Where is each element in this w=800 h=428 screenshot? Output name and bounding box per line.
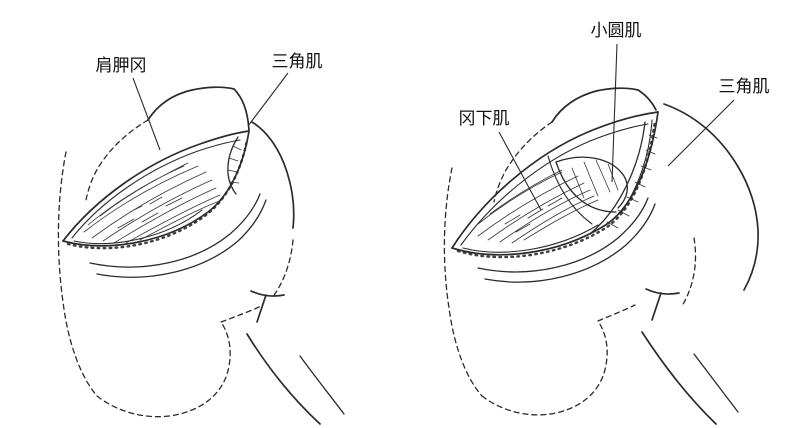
right-infraspinatus-hatching bbox=[477, 169, 599, 244]
right-t-bar bbox=[645, 288, 680, 295]
left-flap-lower-line bbox=[96, 199, 267, 278]
right-incision-inner-upper bbox=[460, 123, 649, 246]
left-incision-lower-edge bbox=[62, 130, 250, 247]
right-leader-deltoid bbox=[667, 99, 735, 167]
right-deltoid-crescent-outer bbox=[620, 119, 653, 214]
right-arm-outer-contour bbox=[663, 103, 759, 291]
right-arm-inner-line bbox=[693, 353, 739, 413]
right-axillary-fold bbox=[641, 331, 717, 425]
right-neck-contour bbox=[551, 87, 639, 123]
right-flap-lower-line bbox=[484, 203, 656, 283]
right-deltoid-crescent-inner bbox=[589, 121, 646, 235]
left-t-stem bbox=[256, 294, 267, 323]
right-teres-minor-belly bbox=[547, 155, 629, 225]
left-deltoid-cut-edge bbox=[227, 136, 239, 195]
left-arm-inner-line bbox=[299, 355, 345, 415]
label-deltoid-right: 三角肌 bbox=[719, 77, 770, 97]
right-leader-infraspinatus bbox=[498, 131, 542, 211]
left-arm-outer-contour bbox=[251, 121, 295, 229]
left-leader-deltoid bbox=[247, 72, 289, 127]
left-incision-inner-upper bbox=[71, 139, 241, 239]
right-leader-teres-minor bbox=[611, 43, 618, 183]
left-axillary-fold bbox=[246, 333, 321, 425]
left-deltoid-edge-ticks bbox=[227, 145, 242, 184]
label-teres-minor: 小圆肌 bbox=[591, 21, 642, 41]
label-deltoid-left: 三角肌 bbox=[272, 52, 323, 72]
left-scapula-dashed-outline bbox=[57, 119, 294, 418]
right-scapula-lateral-border bbox=[597, 304, 636, 322]
right-skin-flap-band bbox=[477, 197, 656, 283]
left-shoulder-to-incision bbox=[233, 88, 250, 132]
left-scapula-inferior-angle bbox=[96, 321, 231, 418]
left-flap-upper-line bbox=[89, 193, 261, 268]
right-flap-upper-line bbox=[477, 197, 649, 273]
right-teres-minor-lower-edge bbox=[555, 161, 617, 213]
left-t-landmark bbox=[250, 290, 285, 323]
left-incision bbox=[62, 130, 250, 250]
right-scapula-medial-border bbox=[443, 167, 483, 397]
right-muscle-separation-line bbox=[547, 155, 593, 225]
right-body-contours bbox=[551, 87, 759, 425]
left-scapula-medial-border bbox=[57, 151, 98, 397]
right-teres-minor-hatching bbox=[571, 159, 619, 199]
left-body-contours bbox=[147, 86, 345, 425]
left-shoulder-figure: 肩胛冈 三角肌 bbox=[57, 52, 345, 425]
right-retracted-deltoid bbox=[589, 119, 658, 235]
left-skin-flap-band bbox=[89, 193, 267, 278]
right-shoulder-to-incision bbox=[637, 89, 657, 111]
left-neck-contour bbox=[147, 86, 235, 121]
right-deltoid-hatching bbox=[606, 134, 658, 229]
left-trapezius-dashed-border bbox=[85, 119, 149, 201]
right-teres-minor-upper-edge bbox=[555, 156, 629, 209]
right-scapula-dashed-outline bbox=[443, 121, 697, 416]
left-muscle-hatching bbox=[83, 162, 223, 244]
right-incision-inner-lower bbox=[462, 224, 599, 253]
left-scapula-lateral-border bbox=[220, 305, 262, 323]
right-incision-upper-edge bbox=[451, 111, 659, 249]
label-infraspinatus: 冈下肌 bbox=[459, 109, 510, 129]
left-incision-sutured-edge bbox=[66, 138, 249, 250]
right-t-stem bbox=[651, 292, 662, 321]
right-shoulder-figure: 小圆肌 冈下肌 三角肌 bbox=[443, 21, 770, 425]
left-incision-upper-edge bbox=[62, 130, 250, 242]
right-scapula-inferior-angle bbox=[481, 320, 608, 416]
left-leader-scapular-spine bbox=[132, 77, 161, 151]
left-deltoid-dashed-border bbox=[271, 239, 294, 299]
right-t-landmark bbox=[645, 288, 680, 321]
right-trapezius-dashed-border bbox=[493, 121, 553, 203]
left-t-bar bbox=[250, 290, 285, 297]
right-deltoid-dashed-border bbox=[681, 237, 697, 307]
left-incision-inner-lower bbox=[73, 209, 203, 245]
label-scapular-spine: 肩胛冈 bbox=[96, 56, 147, 76]
